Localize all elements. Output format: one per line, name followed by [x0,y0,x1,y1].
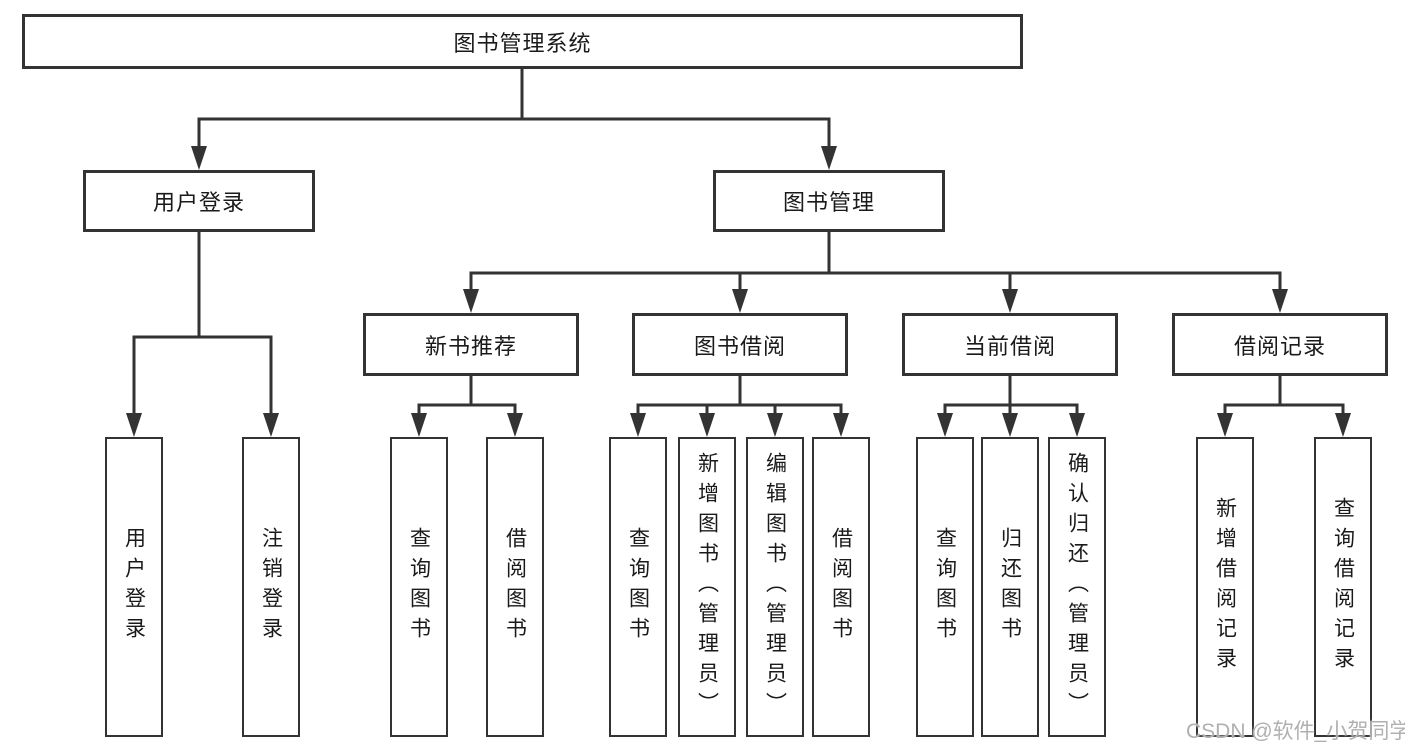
node-book-borrowing: 图书借阅 [632,313,848,376]
leaf-label: 用户登录 [122,527,146,647]
node-new-book-recommend: 新书推荐 [363,313,579,376]
node-library-system: 图书管理系统 [22,14,1023,69]
leaf-label: 借阅图书 [829,527,853,647]
leaf-label: 查询借阅记录 [1331,497,1355,677]
leaf-label: 确认归还（管理员） [1065,452,1089,722]
leaf-bb-edit-books-admin: 编辑图书（管理员） [746,437,804,737]
leaf-label: 归还图书 [998,527,1022,647]
arrowheads [126,146,1351,437]
leaf-label: 注销登录 [259,527,283,647]
leaf-nbr-query-books: 查询图书 [390,437,448,737]
leaf-br-add-record: 新增借阅记录 [1196,437,1254,737]
leaf-bb-query-books: 查询图书 [609,437,667,737]
leaf-cb-confirm-return-admin: 确认归还（管理员） [1048,437,1106,737]
leaf-label: 编辑图书（管理员） [763,452,787,722]
leaf-bb-add-books-admin: 新增图书（管理员） [678,437,736,737]
node-current-borrowing: 当前借阅 [902,313,1118,376]
leaf-label: 查询图书 [626,527,650,647]
leaf-label: 借阅图书 [503,527,527,647]
node-borrowing-records: 借阅记录 [1172,313,1388,376]
node-book-management: 图书管理 [713,170,945,232]
leaf-cb-query-books: 查询图书 [916,437,974,737]
leaf-bb-borrow-books: 借阅图书 [812,437,870,737]
leaf-user-login: 用户登录 [105,437,163,737]
watermark-csdn: CSDN @软件_小贺同学 [1186,720,1405,743]
leaf-label: 新增借阅记录 [1213,497,1237,677]
leaf-nbr-borrow-books: 借阅图书 [486,437,544,737]
leaf-label: 查询图书 [933,527,957,647]
leaf-label: 新增图书（管理员） [695,452,719,722]
leaf-label: 查询图书 [407,527,431,647]
node-user-login: 用户登录 [83,170,315,232]
leaf-br-query-record: 查询借阅记录 [1314,437,1372,737]
leaf-logout: 注销登录 [242,437,300,737]
leaf-cb-return-books: 归还图书 [981,437,1039,737]
